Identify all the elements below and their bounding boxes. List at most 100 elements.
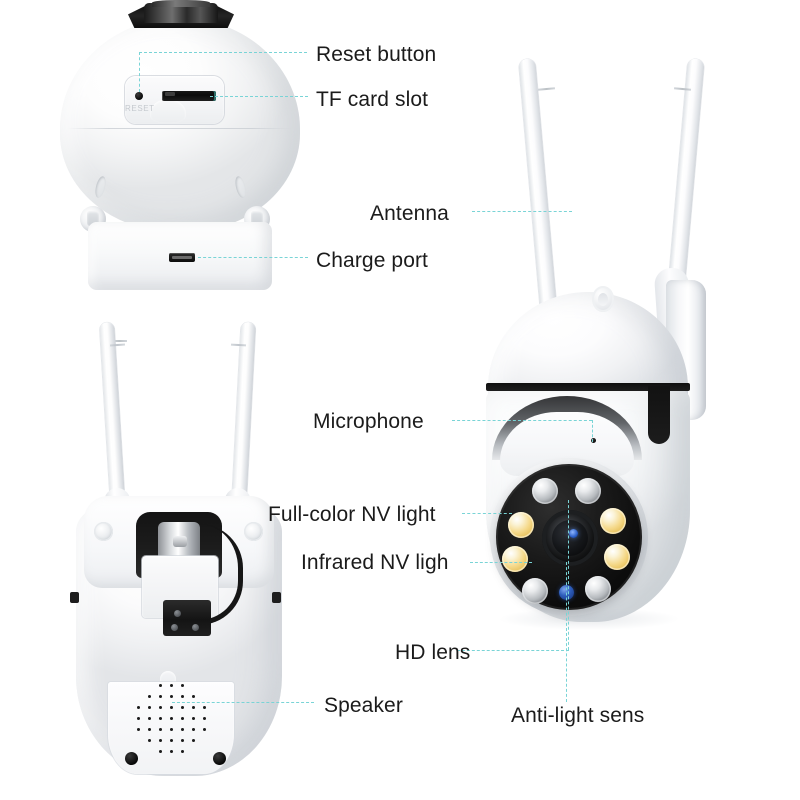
callout-label-speaker: Speaker [324, 694, 403, 717]
speaker-grille-dot [170, 717, 174, 721]
speaker-grille-dot [203, 706, 207, 710]
speaker-grille-dot [181, 684, 185, 688]
hd-lens-glint [569, 529, 578, 538]
speaker-grille-dot [148, 717, 152, 721]
speaker-grille-dot [181, 739, 185, 743]
hd-lens-glass [552, 520, 588, 556]
speaker-grille-dot [159, 706, 163, 710]
full-color-nv-led-left-upper [508, 512, 534, 538]
rear-antenna-left-ring [109, 343, 126, 347]
rear-mount-hole-right [244, 522, 263, 541]
speaker-grille-dot [192, 706, 196, 710]
rear-side-tab-left [70, 592, 79, 603]
leader-full-color-horizontal [462, 513, 512, 514]
motor-cap-ring [144, 3, 218, 23]
speaker-grille-dot [170, 695, 174, 699]
drop-shadow [500, 608, 678, 630]
dome-seam-band [486, 383, 690, 391]
speaker-grille-dot [203, 717, 207, 721]
speaker-grille [120, 678, 220, 758]
camera-back-view: RESET [40, 0, 310, 300]
leader-infrared-horizontal [470, 562, 532, 563]
speaker-grille-dot [192, 717, 196, 721]
callout-label-hd-lens: HD lens [395, 641, 471, 664]
main-antenna-right-ring [673, 87, 692, 92]
rear-antenna-right-ring [230, 343, 247, 347]
reset-button[interactable] [135, 92, 143, 100]
speaker-grille-dot [170, 684, 174, 688]
speaker-grille-dot [203, 728, 207, 732]
speaker-grille-dot [148, 706, 152, 710]
main-antenna-left[interactable] [518, 58, 557, 309]
rear-connector-pin-a [174, 610, 181, 617]
speaker-grille-dot [159, 750, 163, 754]
speaker-grille-dot [170, 739, 174, 743]
callout-label-anti-light-sensor: Anti-light sens [511, 704, 645, 727]
speaker-grille-dot [159, 728, 163, 732]
leader-hd-lens-vertical [568, 500, 569, 650]
leader-reset-horizontal [139, 52, 307, 53]
rear-mount-bolt [173, 536, 187, 547]
callout-label-infrared-nv: Infrared NV ligh [301, 551, 449, 574]
microphone [591, 438, 596, 443]
leader-tf-card-horizontal [210, 96, 308, 97]
sphere-seam-line [68, 128, 292, 129]
camera-sphere-body [60, 18, 300, 232]
speaker-grille-dot [137, 717, 141, 721]
rear-connector-block [163, 600, 211, 636]
camera-rear-view [58, 300, 358, 790]
callout-label-microphone: Microphone [313, 410, 424, 433]
infrared-nv-led-bottom-right [585, 576, 611, 602]
speaker-grille-dot [137, 706, 141, 710]
full-color-nv-led-right-lower [604, 544, 630, 570]
dome-hanger-loop-hole [598, 293, 608, 306]
rear-connector-pin-b [171, 624, 178, 631]
speaker-grille-dot [170, 728, 174, 732]
speaker-grille-dot [159, 717, 163, 721]
main-antenna-left-ring [537, 87, 556, 92]
speaker-grille-dot [181, 728, 185, 732]
leader-antenna-horizontal [472, 211, 572, 212]
rear-connector-pin-c [192, 624, 199, 631]
leader-microphone-vertical [592, 420, 593, 442]
speaker-grille-dot [137, 728, 141, 732]
leader-hd-lens-horizontal [457, 650, 569, 651]
speaker-grille-dot [159, 739, 163, 743]
full-color-nv-led-right-upper [600, 508, 626, 534]
tf-card-slot-highlight [165, 92, 175, 96]
speaker-grille-dot [159, 695, 163, 699]
speaker-grille-dot [192, 695, 196, 699]
callout-label-tf-card-slot: TF card slot [316, 88, 429, 111]
callout-label-reset-button: Reset button [316, 43, 437, 66]
speaker-grille-dot [148, 695, 152, 699]
rear-side-tab-right [272, 592, 281, 603]
rear-mount-hole-left [94, 522, 113, 541]
speaker-grille-dot [159, 684, 163, 688]
rear-screw-hole-left [125, 752, 138, 765]
speaker-grille-dot [170, 750, 174, 754]
infrared-nv-led-bottom-left [522, 578, 548, 604]
leader-charge-port-horizontal [198, 257, 308, 258]
rear-screw-hole-right [213, 752, 226, 765]
charge-port-inner [172, 256, 192, 259]
infrared-nv-led-top-left [532, 478, 558, 504]
infrared-nv-led-top-right [575, 478, 601, 504]
reset-imprint-text: RESET [125, 104, 155, 113]
speaker-grille-dot [181, 717, 185, 721]
speaker-grille-dot [148, 728, 152, 732]
speaker-grille-dot [181, 750, 185, 754]
port-panel-nub [150, 99, 186, 123]
tf-card-slot[interactable] [162, 91, 216, 101]
leader-reset-vertical [139, 52, 140, 92]
rear-antenna-left-ring-a [112, 340, 127, 343]
leader-microphone-horizontal [452, 420, 592, 421]
speaker-grille-dot [181, 706, 185, 710]
camera-main-view [470, 40, 800, 720]
leader-anti-light-vertical [566, 562, 567, 702]
leader-speaker-horizontal [172, 702, 314, 703]
dome-seam-tab [648, 386, 670, 444]
speaker-grille-dot [170, 706, 174, 710]
speaker-grille-dot [192, 739, 196, 743]
speaker-grille-dot [148, 739, 152, 743]
